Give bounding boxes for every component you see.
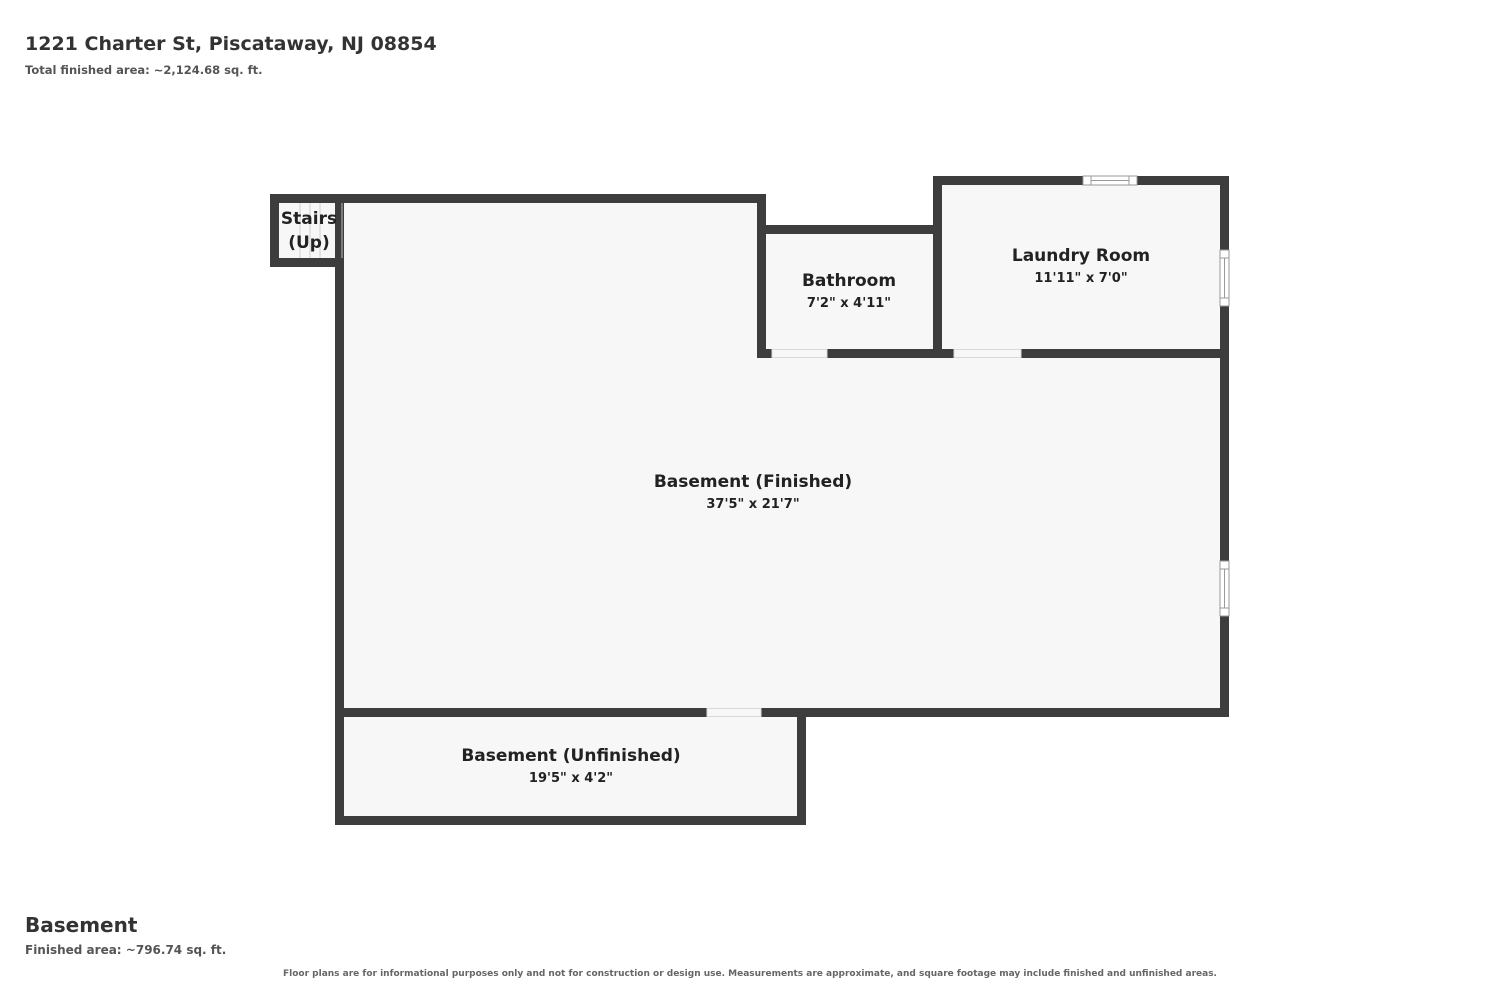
laundry-name: Laundry Room <box>1012 246 1150 266</box>
wall-main-top <box>335 194 766 203</box>
wall-right-b <box>1220 306 1229 561</box>
door-openings <box>706 349 1022 717</box>
window-right-lower <box>1219 560 1230 617</box>
window-right-upper <box>1219 249 1230 307</box>
wall-bathroom-right <box>933 176 942 358</box>
wall-stairs-bottom <box>270 258 344 267</box>
wall-bathroom-top <box>757 225 942 234</box>
stairs-floor <box>274 198 342 261</box>
door-bathroom <box>771 349 828 358</box>
wall-stairs-top <box>270 194 340 203</box>
floor-finished-area: Finished area: ~796.74 sq. ft. <box>25 943 227 957</box>
wall-middle-b <box>761 708 1229 717</box>
basement-lower-floor <box>763 351 1225 713</box>
disclaimer: Floor plans are for informational purpos… <box>283 969 1217 979</box>
bathroom-name: Bathroom <box>802 271 896 291</box>
door-laundry <box>953 349 1022 358</box>
wall-main-top-right <box>757 194 766 358</box>
wall-bathroom-bottom-a <box>757 349 772 358</box>
basement-finished-floor <box>340 198 765 713</box>
wall-laundry-top-b <box>1137 176 1229 185</box>
laundry-floor <box>937 180 1225 351</box>
basement-unfinished-floor <box>340 713 804 820</box>
basement-finished-name: Basement (Finished) <box>654 472 852 492</box>
wall-right-a <box>1220 176 1229 250</box>
door-unfinished <box>706 708 762 717</box>
property-address: 1221 Charter St, Piscataway, NJ 08854 <box>25 33 437 55</box>
basement-finished-dims: 37'5" x 21'7" <box>706 497 799 512</box>
wall-middle-a <box>335 708 707 717</box>
stairs-label-line1: Stairs <box>281 209 337 229</box>
floor-name: Basement <box>25 913 138 937</box>
bathroom-dims: 7'2" x 4'11" <box>807 296 891 311</box>
bathroom-floor <box>763 229 937 351</box>
window-top <box>1082 175 1138 186</box>
laundry-dims: 11'11" x 7'0" <box>1034 271 1127 286</box>
wall-right-c <box>1220 616 1229 717</box>
stairs-label-line2: (Up) <box>288 233 330 253</box>
wall-bathroom-bottom-b <box>827 349 954 358</box>
basement-unfinished-dims: 19'5" x 4'2" <box>529 771 613 786</box>
stairs-treads <box>299 203 321 258</box>
wall-main-left <box>335 194 344 825</box>
wall-unfinished-bottom <box>335 816 806 825</box>
walls <box>270 176 1229 825</box>
wall-laundry-top-a <box>933 176 1083 185</box>
wall-unfinished-right <box>797 708 806 825</box>
wall-laundry-bottom <box>1021 349 1229 358</box>
total-finished-area: Total finished area: ~2,124.68 sq. ft. <box>25 63 263 77</box>
wall-stairs-left <box>270 194 279 267</box>
basement-unfinished-name: Basement (Unfinished) <box>461 746 680 766</box>
floor-fills <box>274 180 1225 820</box>
